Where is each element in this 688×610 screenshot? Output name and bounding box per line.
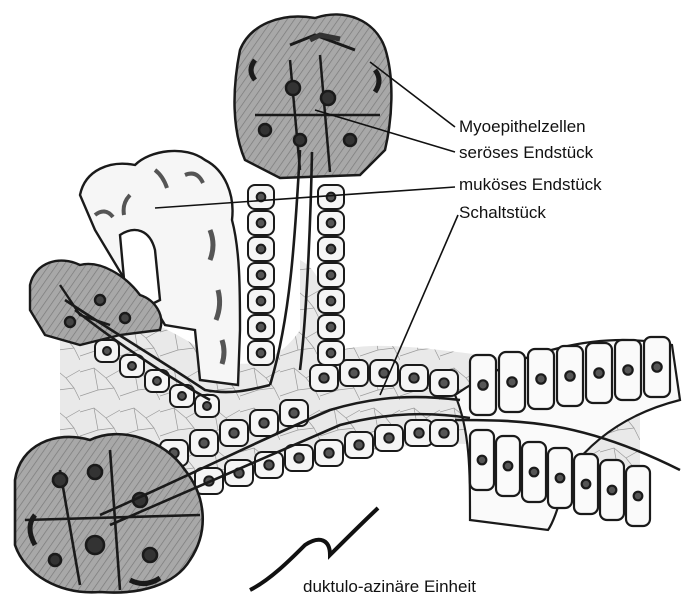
- cell-nucleus: [327, 323, 336, 332]
- cell-nucleus: [582, 480, 591, 489]
- cell-nucleus: [257, 219, 266, 228]
- cell-nucleus: [178, 392, 186, 400]
- cell-nucleus: [324, 448, 333, 457]
- cell-nucleus: [414, 428, 423, 437]
- cell-nucleus: [652, 362, 661, 371]
- cell-nucleus: [327, 193, 336, 202]
- cell-nucleus: [103, 347, 111, 355]
- cell-nucleus: [349, 368, 358, 377]
- cell-nucleus: [354, 440, 363, 449]
- cell-nucleus: [257, 271, 266, 280]
- cell-nucleus: [530, 468, 539, 477]
- cell-nucleus: [199, 438, 208, 447]
- cell-nucleus: [556, 474, 565, 483]
- cell-nucleus: [409, 373, 418, 382]
- cell-nucleus: [327, 271, 336, 280]
- label-myoepithelzellen: Myoepithelzellen: [459, 117, 586, 137]
- cell-nucleus: [264, 460, 273, 469]
- cell-nucleus: [257, 245, 266, 254]
- cell-nucleus: [327, 349, 336, 358]
- cell-nucleus: [229, 428, 238, 437]
- cell-nucleus: [153, 377, 161, 385]
- cell-nucleus: [439, 428, 448, 437]
- cell-nucleus: [257, 349, 266, 358]
- caption: duktulo-azinäre Einheit: [303, 577, 476, 597]
- cell-nucleus: [565, 371, 574, 380]
- cell-nucleus: [203, 402, 211, 410]
- cell-nucleus: [536, 374, 545, 383]
- label-schaltstueck: Schaltstück: [459, 203, 546, 223]
- cell-nucleus: [507, 377, 516, 386]
- label-mukoeses-endstueck: muköses Endstück: [459, 175, 602, 195]
- excretory-duct-columnar: [455, 337, 680, 530]
- cell-nucleus: [257, 323, 266, 332]
- cell-nucleus: [257, 297, 266, 306]
- cell-nucleus: [294, 453, 303, 462]
- cell-nucleus: [259, 418, 268, 427]
- cell-nucleus: [128, 362, 136, 370]
- cell-nucleus: [384, 433, 393, 442]
- cell-nucleus: [594, 368, 603, 377]
- cell-nucleus: [504, 462, 513, 471]
- cell-nucleus: [623, 365, 632, 374]
- cell-nucleus: [608, 486, 617, 495]
- serous-end-piece-bottom: [15, 434, 203, 592]
- label-seroeses-endstueck: seröses Endstück: [459, 143, 593, 163]
- cell-nucleus: [327, 245, 336, 254]
- cell-nucleus: [634, 492, 643, 501]
- cell-nucleus: [327, 297, 336, 306]
- cell-nucleus: [327, 219, 336, 228]
- cell-nucleus: [439, 378, 448, 387]
- cell-nucleus: [319, 373, 328, 382]
- cell-nucleus: [478, 380, 487, 389]
- cell-nucleus: [289, 408, 298, 417]
- cell-nucleus: [478, 456, 487, 465]
